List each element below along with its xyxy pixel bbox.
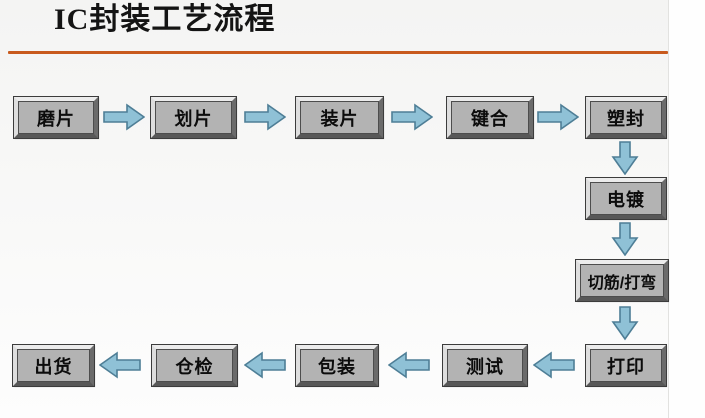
flow-node-bond: 键合 <box>446 96 534 139</box>
flow-node-warehouse-check-label: 仓检 <box>175 356 214 377</box>
flow-node-bond-label: 键合 <box>471 108 509 129</box>
flow-node-grind-label: 磨片 <box>37 108 75 129</box>
flow-node-trim-form: 切筋/打弯 <box>575 259 669 302</box>
flow-node-plate-label: 电镀 <box>607 189 645 210</box>
flow-arrow-left-pack-to-warehouse-check <box>244 351 286 379</box>
flow-node-mold-label: 塑封 <box>607 108 645 129</box>
flow-arrow-right-dice-to-die-attach <box>244 103 286 131</box>
flow-node-dice: 划片 <box>150 96 237 139</box>
flow-node-warehouse-check: 仓检 <box>151 344 238 387</box>
right-margin-strip <box>669 0 705 418</box>
flow-node-mold: 塑封 <box>585 96 667 139</box>
flow-node-pack: 包装 <box>295 344 379 387</box>
flow-node-grind: 磨片 <box>13 96 99 139</box>
content-edge-divider <box>668 0 669 418</box>
flow-arrow-down-mold-to-plate <box>611 141 639 175</box>
flow-arrow-left-mark-to-test <box>533 351 575 379</box>
flow-node-pack-label: 包装 <box>318 356 356 377</box>
flow-node-trim-form-label: 切筋/打弯 <box>587 274 657 292</box>
title-underline-rule <box>8 51 668 54</box>
flow-node-dice-label: 划片 <box>174 108 213 129</box>
page-title: IC封装工艺流程 <box>54 3 276 36</box>
flow-node-die-attach-label: 装片 <box>320 108 359 129</box>
flow-node-ship: 出货 <box>12 344 95 387</box>
flow-arrow-left-test-to-pack <box>388 351 430 379</box>
flow-arrow-down-plate-to-trim-form <box>611 222 639 256</box>
flow-arrow-right-grind-to-dice <box>103 103 145 131</box>
flow-arrow-right-bond-to-mold <box>537 103 579 131</box>
flow-arrow-right-die-attach-to-bond <box>391 103 433 131</box>
flow-node-mark-label: 打印 <box>607 356 645 377</box>
flow-arrow-down-trim-form-to-mark <box>611 306 639 341</box>
flow-node-plate: 电镀 <box>585 177 667 220</box>
flow-node-die-attach: 装片 <box>295 96 384 139</box>
flow-node-test: 测试 <box>442 344 528 387</box>
flow-node-ship-label: 出货 <box>34 356 73 377</box>
flow-node-mark: 打印 <box>585 344 667 387</box>
flow-node-test-label: 测试 <box>466 356 504 377</box>
flow-arrow-left-warehouse-check-to-ship <box>99 351 141 379</box>
